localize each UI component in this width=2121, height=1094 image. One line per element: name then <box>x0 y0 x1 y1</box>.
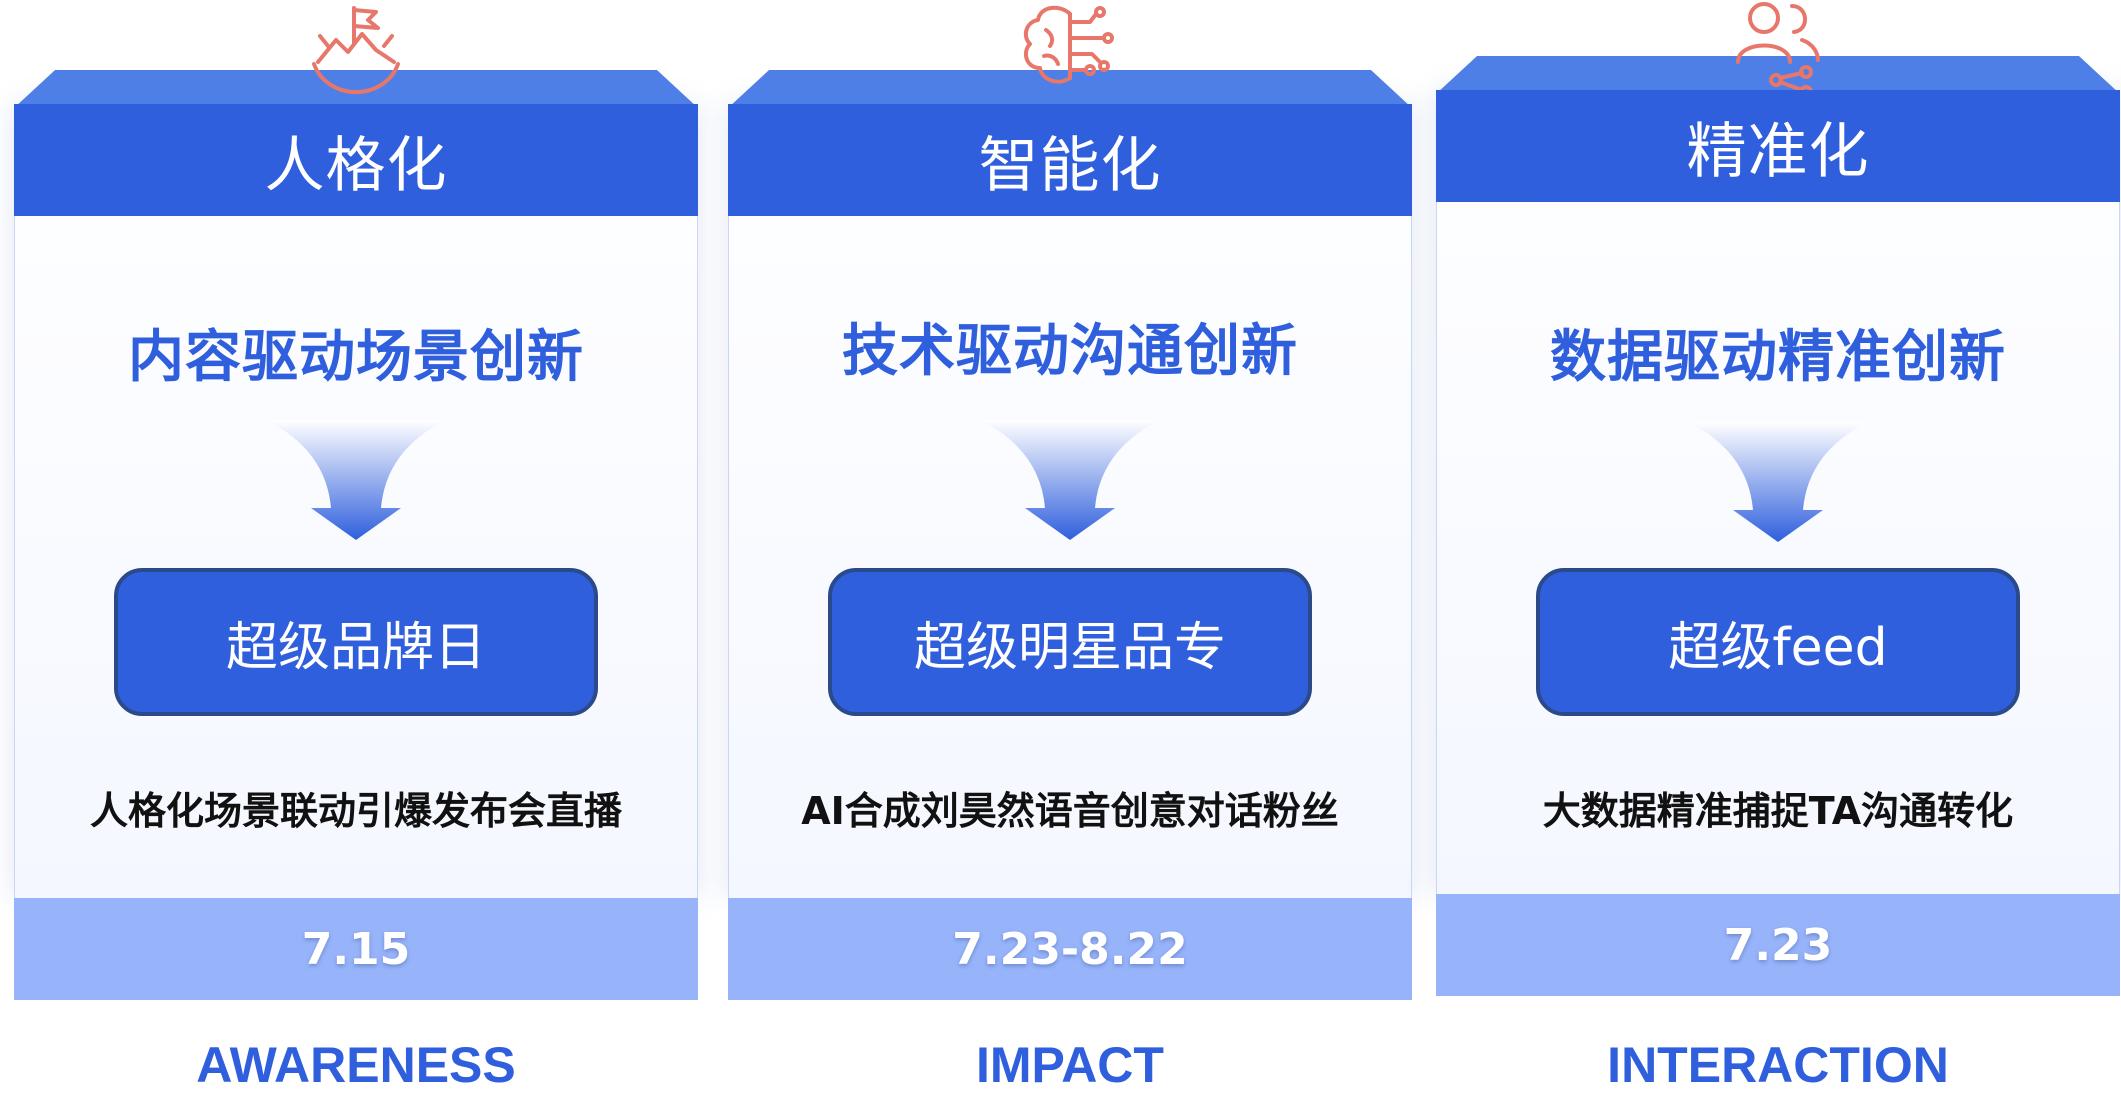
product-button[interactable]: 超级品牌日 <box>114 568 598 716</box>
brain-circuit-icon <box>1023 5 1114 84</box>
card-interaction: 精准化 数据驱动精准创新 超级feed 大数据精准捕捉TA沟通转化 7.23 <box>1436 0 2120 996</box>
product-button[interactable]: 超级feed <box>1536 568 2020 716</box>
card-description: 大数据精准捕捉TA沟通转化 <box>1542 789 2014 833</box>
card-subtitle: 技术驱动沟通创新 <box>842 319 1298 384</box>
down-arrow-icon <box>1688 422 1868 542</box>
card-description: 人格化场景联动引爆发布会直播 <box>89 789 622 833</box>
card-date: 7.15 <box>14 898 698 1000</box>
card-title: 人格化 <box>14 104 698 216</box>
stage-label-interaction: INTERACTION <box>1607 1037 1949 1093</box>
card-date: 7.23 <box>1436 894 2120 996</box>
card-roof <box>14 70 698 108</box>
card-title: 精准化 <box>1436 90 2120 202</box>
card-date: 7.23-8.22 <box>728 898 1412 1000</box>
card-title: 智能化 <box>728 104 1412 216</box>
down-arrow-icon <box>980 420 1160 540</box>
down-arrow-icon <box>266 420 446 540</box>
mountain-flag-icon <box>312 6 400 95</box>
people-share-icon <box>1736 2 1820 96</box>
card-awareness: 人格化 内容驱动场景创新 超级品牌日 人格化场景联动引爆发布会直播 7.15 <box>14 0 698 1000</box>
card-impact: 智能化 技术驱动沟通创新 超级明星品专 AI合成刘昊然语音创意对话粉丝 7.23… <box>728 0 1412 1000</box>
card-subtitle: 内容驱动场景创新 <box>128 325 584 390</box>
product-button[interactable]: 超级明星品专 <box>828 568 1312 716</box>
stage-label-impact: IMPACT <box>976 1037 1164 1093</box>
card-description: AI合成刘昊然语音创意对话粉丝 <box>801 789 1339 833</box>
stage-label-awareness: AWARENESS <box>196 1037 516 1093</box>
card-subtitle: 数据驱动精准创新 <box>1550 325 2006 390</box>
